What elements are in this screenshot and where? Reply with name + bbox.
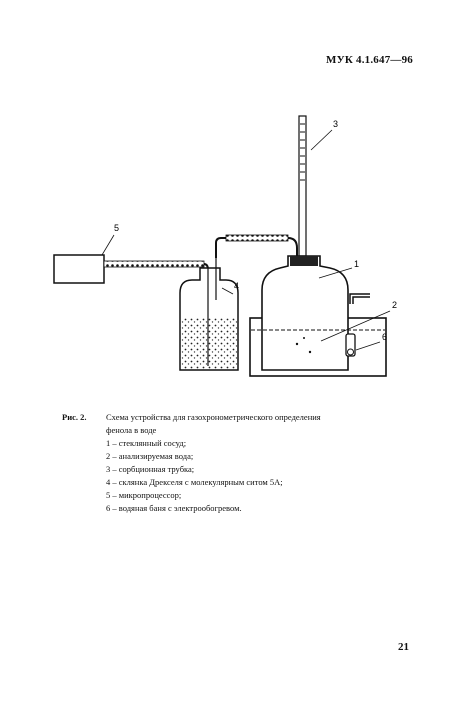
- label-6: 6: [382, 332, 387, 342]
- label-4: 4: [234, 281, 239, 291]
- heater-element: [345, 293, 370, 357]
- page-number: 21: [398, 641, 409, 653]
- legend-item: 2 – анализируемая вода;: [106, 451, 194, 461]
- legend-item: 3 – сорбционная трубка;: [106, 464, 195, 474]
- figure-number: Рис. 2.: [62, 412, 87, 422]
- label-5: 5: [114, 223, 119, 233]
- legend-item: 5 – микропроцессор;: [106, 490, 182, 500]
- legend-item: 6 – водяная баня с электрообогревом.: [106, 503, 242, 513]
- legend-item: 4 – склянка Дрекселя с молекулярным сито…: [106, 477, 283, 487]
- apparatus-diagram: 5 4 3 1 2 6: [40, 108, 420, 398]
- caption-title-line1: Схема устройства для газохронометрическо…: [106, 412, 321, 422]
- label-3: 3: [333, 119, 338, 129]
- hose-microprocessor: [103, 260, 205, 268]
- label-1: 1: [354, 259, 359, 269]
- drechsel-bottle: [179, 258, 239, 371]
- document-code-header: МУК 4.1.647—96: [326, 54, 413, 66]
- microprocessor-box: [53, 254, 105, 284]
- legend-item: 1 – стеклянный сосуд;: [106, 438, 187, 448]
- figure-caption: Рис. 2. Схема устройства для газохрономе…: [62, 411, 392, 515]
- hose-drechsel: [225, 234, 289, 242]
- label-2: 2: [392, 300, 397, 310]
- glass-vessel: [261, 255, 349, 371]
- legend-list: 1 – стеклянный сосуд; 2 – анализируемая …: [106, 437, 392, 515]
- caption-title-line2: фенола в воде: [106, 425, 157, 435]
